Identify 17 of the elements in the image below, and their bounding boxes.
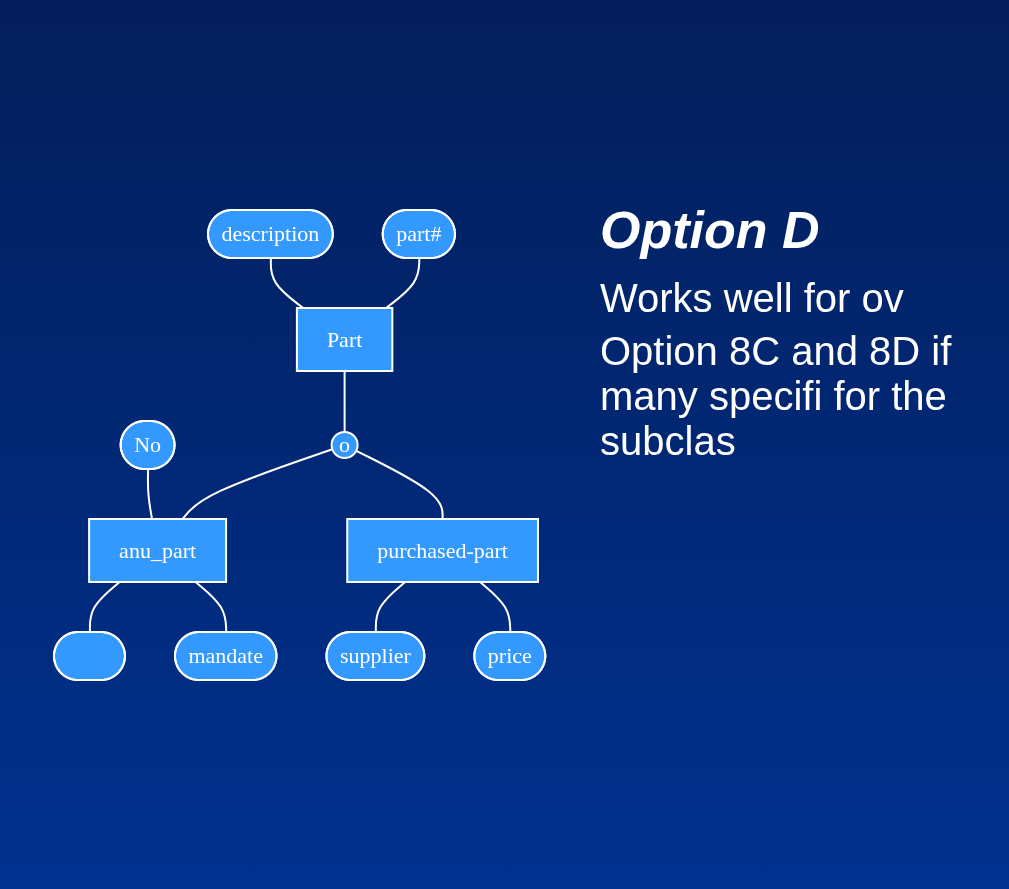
heading: Option D <box>600 200 821 260</box>
connector <box>270 257 305 309</box>
connector <box>182 447 334 520</box>
connector <box>147 468 154 520</box>
node-box: anu_part <box>88 517 228 583</box>
connector <box>479 580 512 633</box>
connector <box>355 449 444 520</box>
connector <box>194 580 228 633</box>
connector <box>89 580 121 633</box>
connector <box>385 257 421 309</box>
note-text: Works well for ov <box>600 276 905 321</box>
note-text: Option 8C and 8D if many specifi for the subclas <box>600 329 953 464</box>
node-box: Part <box>296 306 394 372</box>
node-circle: o <box>330 430 359 459</box>
connector <box>343 369 346 433</box>
node-box: purchased-part <box>346 517 540 583</box>
connector <box>375 580 407 633</box>
